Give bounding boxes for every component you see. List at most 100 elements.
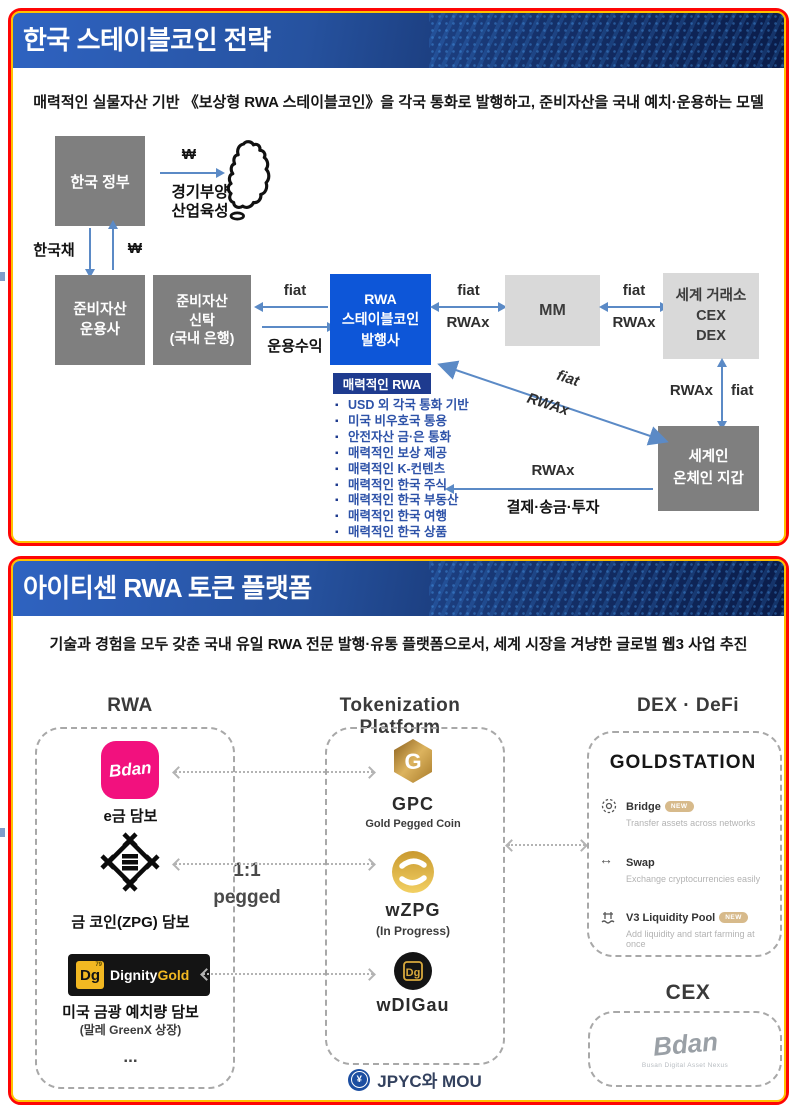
swap-desc: Exchange cryptocurrencies easily: [626, 874, 761, 884]
dignitygold-wordmark: DignityGold: [110, 967, 189, 983]
panel2-subtitle: 기술과 경험을 모두 갖춘 국내 유일 RWA 전문 발행·유통 플랫폼으로서,…: [49, 636, 748, 653]
rwa-list-item: 미국 비우호국 통용: [335, 414, 485, 430]
won-label-top: ₩: [181, 146, 197, 163]
dignitygold-logo: Dg 79 DignityGold: [68, 954, 210, 996]
goldstation-wordmark: GOLDSTATION: [609, 752, 757, 773]
new-badge: NEW: [719, 912, 748, 923]
dotted-arrow-zpg-wzpg: [175, 863, 373, 865]
panel2-title: 아이티센 RWA 토큰 플랫폼: [23, 573, 312, 603]
attractive-rwa-header: 매력적인 RWA: [333, 373, 431, 394]
arrow-issuer-wallet-diagonal: [437, 360, 669, 446]
dg-atomic-number: 79: [95, 962, 102, 968]
column-header-dex-defi: DEX · DeFi: [636, 695, 740, 716]
stimulus-label: 경기부양 산업육성: [171, 184, 229, 220]
panel1-banner: 한국 스테이블코인 전략: [13, 13, 784, 68]
bdan-tagline: Busan Digital Asset Nexus: [641, 1062, 729, 1069]
fiat-label-3: fiat: [622, 282, 646, 299]
cex-header: CEX: [665, 981, 711, 1004]
bond-label: 한국채: [33, 242, 75, 259]
south-korea-map-icon: [226, 140, 271, 221]
fiat-label-4: fiat: [731, 382, 754, 399]
rwax-label-2: RWAx: [446, 314, 490, 331]
korea-government-box: 한국 정부: [55, 136, 145, 226]
jpyc-mou: ¥ JPYC와 MOU: [305, 1067, 525, 1092]
bdan-logo-text: Bdan: [107, 758, 152, 781]
mm-box: MM: [505, 275, 600, 346]
yield-label: 운용수익: [267, 338, 323, 355]
arrow-mm-exchange: [599, 302, 669, 312]
us-goldmine-collateral-label: 미국 금광 예치량 담보: [62, 1004, 199, 1021]
rwa-list-item: 매력적인 K-컨텐츠: [335, 462, 485, 478]
tokenization-group-box: [325, 727, 505, 1065]
wzpg-coin-icon: [392, 851, 434, 893]
rwa-list-item: 안전자산 금·은 통화: [335, 430, 485, 446]
swap-icon: ↔: [599, 851, 613, 867]
yen-symbol: ¥: [350, 1071, 368, 1088]
panel2-banner: 아이티센 RWA 토큰 플랫폼: [13, 561, 784, 616]
dotted-arrow-dignity-wdigau: [203, 973, 373, 975]
gpc-subtitle: Gold Pegged Coin: [365, 818, 461, 830]
panel1-subtitle: 매력적인 실물자산 기반 《보상형 RWA 스테이블코인》을 각국 통화로 발행…: [33, 94, 764, 111]
attractive-rwa-list: USD 외 각국 통화 기반 미국 비우호국 통용 안전자산 금·은 통화 매력…: [335, 398, 485, 541]
fiat-label-2: fiat: [457, 282, 480, 299]
zpg-gold-coin-icon: [100, 832, 160, 892]
arrow-won-up: [108, 220, 118, 270]
v3-pool-desc: Add liquidity and start farming at once: [626, 929, 755, 949]
dignity-text: Dignity: [110, 967, 158, 983]
rwa-list-item: 매력적인 한국 상품: [335, 525, 485, 541]
wzpg-status: (In Progress): [375, 924, 450, 938]
reserve-trust-box: 준비자산 신탁 (국내 은행): [153, 275, 251, 365]
rwax-label-3: RWAx: [612, 314, 656, 331]
dg-symbol: Dg: [80, 966, 100, 984]
arrow-exchange-wallet: [717, 358, 727, 430]
fiat-label-1: fiat: [283, 282, 307, 299]
world-exchange-box: 세계 거래소 CEX DEX: [663, 273, 759, 359]
arrow-fiat-to-trust: [254, 302, 328, 312]
jpyc-mou-label: JPYC와 MOU: [377, 1072, 482, 1091]
rwa-list-item: 매력적인 한국 부동산: [335, 493, 485, 509]
wdigau-name: wDIGau: [376, 995, 450, 1015]
gold-text: Gold: [157, 967, 190, 983]
rwa-list-item: 매력적인 한국 주식: [335, 478, 485, 494]
zpg-collateral-label: 금 코인(ZPG) 담보: [71, 914, 190, 931]
gpc-name: GPC: [391, 794, 434, 814]
dex-defi-group-box: [587, 731, 782, 957]
bridge-desc: Transfer assets across networks: [626, 818, 756, 828]
ellipsis-more: ...: [123, 1047, 138, 1066]
dotted-arrow-bdan-gpc: [175, 771, 373, 773]
panel1-title: 한국 스테이블코인 전략: [23, 25, 271, 55]
pegged-ratio-label: 1:1 pegged: [213, 860, 281, 908]
reserve-manager-box: 준비자산 운용사: [55, 275, 145, 365]
cex-group-box: Bdan Busan Digital Asset Nexus: [588, 1011, 782, 1087]
gpc-coin-icon: G: [394, 739, 432, 783]
wzpg-name: wZPG: [385, 900, 441, 920]
dotted-arrow-token-dex: [508, 844, 585, 846]
rwax-label-4: RWAx: [669, 382, 713, 399]
bdan-gray-logo: Bdan: [651, 1026, 719, 1062]
rwa-list-item: 매력적인 보상 제공: [335, 446, 485, 462]
rwa-list-item: USD 외 각국 통화 기반: [335, 398, 485, 414]
column-header-rwa: RWA: [107, 695, 153, 716]
panel1-inner: 한국 스테이블코인 전략 매력적인 실물자산 기반 《보상형 RWA 스테이블코…: [11, 11, 786, 543]
jpyc-yen-icon: ¥: [348, 1068, 371, 1091]
bridge-label: Bridge: [626, 801, 661, 813]
dignitygold-dg-icon: Dg 79: [76, 961, 104, 989]
slide-edge-artifact-bottom: [0, 828, 5, 837]
new-badge: NEW: [664, 801, 694, 812]
bridge-icon: [601, 798, 617, 814]
arrow-yield-to-issuer: [262, 322, 336, 332]
rwa-group-box: [35, 727, 235, 1089]
liquidity-pool-icon: [601, 912, 615, 924]
global-wallet-box: 세계인 온체인 지갑: [658, 426, 759, 511]
swap-label: Swap: [626, 857, 655, 869]
panel-itcen-rwa-token-platform: 아이티센 RWA 토큰 플랫폼 기술과 경험을 모두 갖춘 국내 유일 RWA …: [8, 556, 789, 1105]
panel2-inner: 아이티센 RWA 토큰 플랫폼 기술과 경험을 모두 갖춘 국내 유일 RWA …: [11, 559, 786, 1102]
won-label-side: ₩: [127, 240, 143, 257]
svg-text:G: G: [404, 749, 421, 774]
slide-edge-artifact-top: [0, 272, 5, 281]
wdigau-coin-icon: Dg: [394, 952, 432, 990]
greenx-listing-label: (말레 GreenX 상장): [79, 1023, 182, 1037]
rwa-issuer-box: RWA 스테이블코인 발행사: [330, 274, 431, 365]
